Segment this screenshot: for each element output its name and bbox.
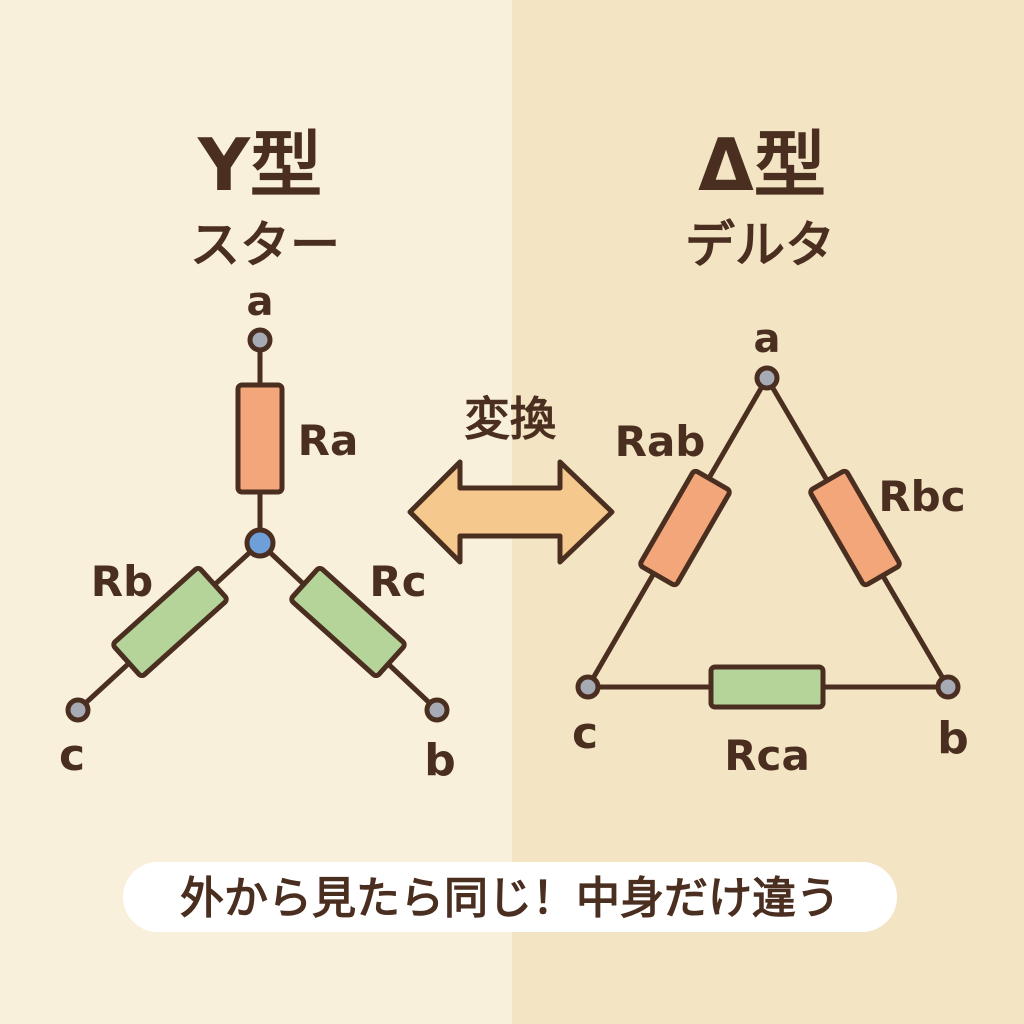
y-network: a c b Ra Rb Rc	[59, 279, 456, 786]
label-rc: Rc	[369, 557, 426, 606]
resistor-rca	[708, 664, 826, 710]
label-b: b	[937, 713, 969, 764]
terminal-a	[754, 365, 780, 391]
label-rab: Rab	[615, 417, 706, 466]
delta-title: Δ型	[698, 123, 826, 207]
label-b: b	[424, 735, 456, 786]
terminal-b	[424, 697, 450, 723]
double-arrow-icon	[407, 459, 615, 565]
terminal-b	[935, 674, 961, 700]
resistor-rbc	[808, 468, 902, 588]
y-subtitle: スター	[190, 216, 340, 274]
resistor-rc	[289, 565, 407, 679]
label-c: c	[572, 708, 598, 759]
terminal-c	[65, 697, 91, 723]
resistor-rab	[638, 468, 732, 588]
label-a: a	[754, 316, 781, 362]
label-rb: Rb	[91, 557, 153, 606]
center-node	[244, 527, 276, 559]
label-rca: Rca	[724, 731, 810, 780]
delta-network: a c b Rab Rbc Rca	[572, 316, 969, 780]
resistor-rb	[111, 565, 229, 679]
terminal-c	[575, 674, 601, 700]
caption-pill	[123, 862, 897, 932]
delta-subtitle: デルタ	[685, 216, 835, 274]
caption-text: 外から見たら同じ！中身だけ違う	[180, 873, 840, 924]
y-title: Y型	[197, 123, 322, 207]
label-a: a	[247, 279, 274, 325]
label-c: c	[59, 730, 85, 781]
resistor-ra	[235, 382, 285, 495]
terminal-a	[247, 327, 273, 353]
label-ra: Ra	[298, 416, 359, 465]
conversion-label: 変換	[464, 392, 557, 446]
label-rbc: Rbc	[878, 472, 965, 521]
